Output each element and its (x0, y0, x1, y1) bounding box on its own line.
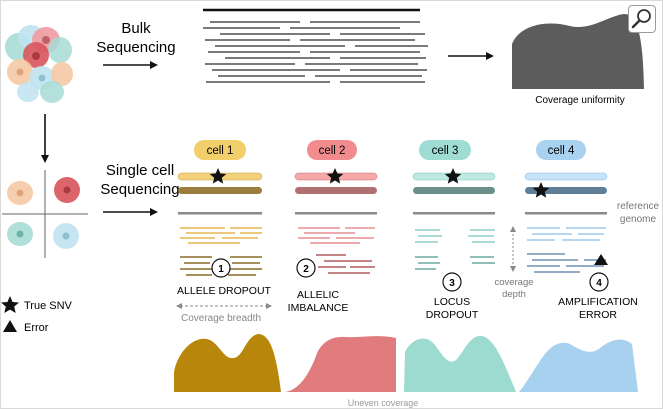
error-2-number: 2 (303, 264, 309, 275)
single-cell-label-line2: Sequencing (100, 181, 179, 198)
cell-3-label: cell 3 (432, 145, 459, 157)
bulk-label-line2: Sequencing (96, 39, 175, 56)
cell-3-badge (419, 140, 471, 160)
cell-3-coverage-peak (404, 335, 516, 392)
error-1-label: ALLELE DROPOUT (177, 285, 272, 297)
star-icon (532, 182, 550, 198)
error-2-label-line1: ALLELIC (297, 289, 339, 301)
star-icon (326, 168, 344, 184)
single-cell-label-line1: Single cell (106, 162, 174, 179)
coverage-arrow (448, 52, 494, 60)
bulk-arrow (103, 61, 158, 69)
bottom-caption: Uneven coverage (348, 398, 419, 408)
bulk-reads (203, 8, 428, 83)
star-icon (444, 168, 462, 184)
triangle-icon (3, 320, 17, 332)
error-4-number: 4 (596, 278, 602, 289)
bulk-coverage-peak (512, 14, 644, 89)
cell-2-label: cell 2 (319, 145, 346, 157)
magnifier-icon (631, 9, 651, 29)
bulk-label-line1: Bulk (121, 20, 151, 37)
cell-1-coverage-peak (174, 334, 281, 392)
cell-4-label: cell 4 (548, 145, 575, 157)
error-3-label-line1: LOCUS (434, 296, 470, 308)
reference-label-line1: reference (617, 201, 660, 212)
error-3-number: 3 (449, 278, 455, 289)
legend-true-snv: True SNV (24, 300, 73, 312)
cell-2-badge (307, 140, 357, 160)
down-arrow (41, 114, 49, 163)
error-1-number: 1 (218, 264, 224, 275)
single-cell-arrow (103, 208, 158, 216)
error-3-label-line2: DROPOUT (426, 309, 479, 321)
reference-label-line2: genome (620, 214, 657, 225)
cell-cluster-image (5, 25, 73, 103)
cell-4-badge (536, 140, 586, 160)
coverage-breadth-arrow (176, 303, 272, 309)
cell-4-coverage-peak (519, 339, 638, 392)
error-4-label-line1: AMPLIFICATION (558, 296, 638, 308)
coverage-depth-line2: depth (502, 289, 526, 300)
star-icon (1, 296, 19, 313)
coverage-depth-arrow (510, 226, 516, 272)
snv-stars (209, 168, 550, 198)
cell-1-column: cell 1 1 (177, 140, 263, 278)
star-icon (209, 168, 227, 184)
cell-2-column: cell 2 2 (294, 140, 378, 278)
cell-4-column: cell 4 4 (524, 140, 609, 292)
cell-1-label: cell 1 (207, 145, 234, 157)
legend-error: Error (24, 322, 49, 334)
cell-3-column: cell 3 3 (412, 140, 496, 292)
coverage-depth-line1: coverage (494, 277, 533, 288)
coverage-uniformity-label: Coverage uniformity (535, 95, 624, 106)
cell-2-coverage-peak (285, 336, 396, 392)
single-cells-image (2, 170, 88, 258)
coverage-breadth-label: Coverage breadth (181, 313, 261, 324)
error-4-label-line2: ERROR (579, 309, 617, 321)
cell-1-badge (194, 140, 246, 160)
error-triangle-cell4 (594, 254, 608, 265)
error-2-label-line2: IMBALANCE (288, 302, 349, 314)
zoom-button[interactable] (628, 5, 656, 33)
